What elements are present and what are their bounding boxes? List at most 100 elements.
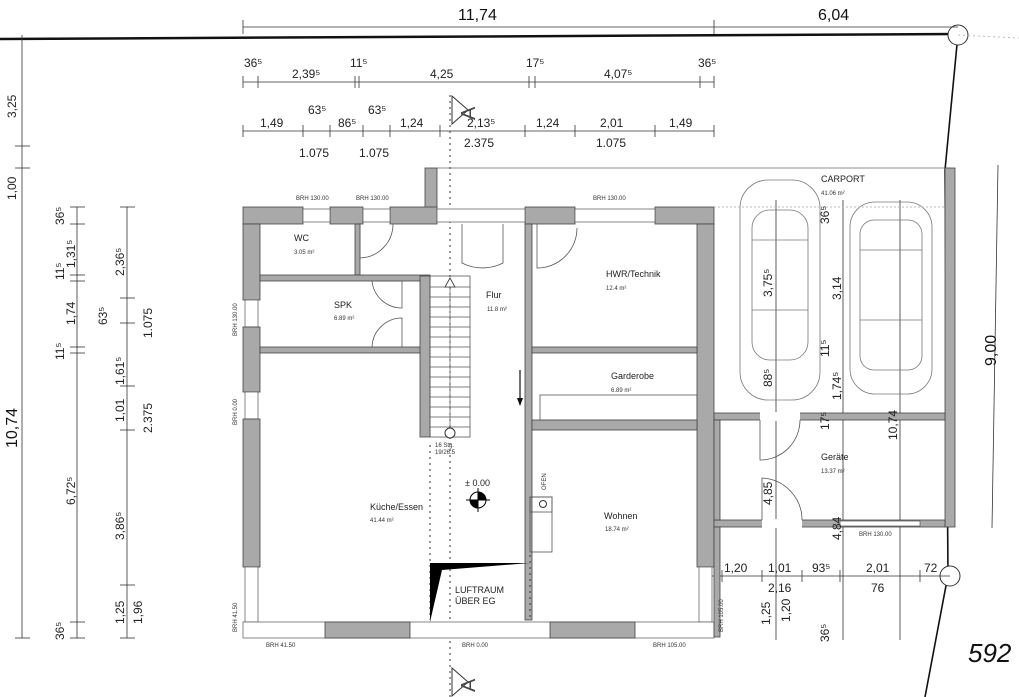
svg-text:63⁵: 63⁵	[308, 103, 326, 117]
svg-text:1,20: 1,20	[779, 598, 793, 622]
svg-text:1,24: 1,24	[536, 116, 560, 130]
svg-text:1,20: 1,20	[724, 561, 748, 575]
svg-text:A: A	[458, 678, 480, 692]
brh-labels: BRH 130.00 BRH 130.00 BRH 130.00 BRH 130…	[233, 196, 892, 649]
svg-text:13.37 m²: 13.37 m²	[821, 469, 845, 475]
svg-text:3,14: 3,14	[830, 276, 844, 300]
svg-text:1.075: 1.075	[299, 146, 329, 160]
svg-text:BRH 0.00: BRH 0.00	[233, 398, 239, 425]
svg-text:6.89 m²: 6.89 m²	[334, 316, 354, 322]
dimension-lines	[15, 20, 999, 640]
car-icon	[739, 179, 821, 401]
svg-text:3.05 m²: 3.05 m²	[294, 250, 314, 256]
staircase	[429, 275, 471, 439]
svg-text:SPK: SPK	[334, 300, 352, 310]
svg-text:36⁵: 36⁵	[53, 207, 67, 225]
svg-text:2,16: 2,16	[768, 581, 792, 595]
svg-text:1,49: 1,49	[260, 116, 284, 130]
svg-text:1,01: 1,01	[113, 398, 127, 422]
svg-text:6,72⁵: 6,72⁵	[64, 477, 78, 505]
svg-text:93⁵: 93⁵	[812, 561, 830, 575]
section-marker-bottom: A	[451, 666, 480, 697]
svg-text:17⁵: 17⁵	[526, 56, 544, 70]
svg-text:1,31⁵: 1,31⁵	[64, 240, 78, 268]
svg-text:Geräte: Geräte	[821, 452, 849, 462]
svg-text:41.44 m²: 41.44 m²	[370, 518, 394, 524]
svg-text:16 Stg.: 16 Stg.	[435, 443, 454, 449]
svg-text:1,49: 1,49	[669, 116, 693, 130]
svg-text:WC: WC	[294, 233, 309, 243]
svg-text:76: 76	[871, 581, 885, 595]
svg-text:6.89 m²: 6.89 m²	[611, 388, 631, 394]
svg-text:BRH 105.00: BRH 105.00	[719, 599, 725, 632]
svg-text:63⁵: 63⁵	[96, 307, 110, 325]
svg-text:1,01: 1,01	[768, 561, 792, 575]
svg-text:1,96: 1,96	[131, 600, 145, 624]
svg-text:HWR/Technik: HWR/Technik	[606, 269, 661, 279]
svg-text:1.075: 1.075	[596, 136, 626, 150]
car-icon	[849, 201, 933, 395]
svg-text:18.74 m²: 18.74 m²	[605, 527, 629, 533]
svg-text:6,04: 6,04	[818, 7, 849, 24]
svg-text:1,25: 1,25	[113, 600, 127, 624]
svg-text:36⁵: 36⁵	[818, 624, 832, 642]
garderobe-cabinet	[539, 394, 698, 421]
svg-text:4,85: 4,85	[761, 481, 775, 505]
svg-text:LUFTRAUM: LUFTRAUM	[455, 585, 504, 595]
svg-text:2,39⁵: 2,39⁵	[292, 67, 320, 81]
svg-text:BRH 130.00: BRH 130.00	[593, 196, 626, 202]
svg-text:1.075: 1.075	[359, 146, 389, 160]
svg-text:1,61⁵: 1,61⁵	[113, 357, 127, 385]
svg-text:ÜBER EG: ÜBER EG	[455, 596, 496, 606]
section-marker-top: A	[451, 94, 480, 126]
svg-text:2,36⁵: 2,36⁵	[113, 248, 127, 276]
dimension-labels: 11,74 6,04 36⁵ 2,39⁵ 11⁵ 4,25 17⁵ 4,07⁵ …	[4, 7, 1012, 668]
walls	[242, 167, 956, 639]
svg-text:BRH 130.00: BRH 130.00	[859, 532, 892, 538]
svg-text:11⁵: 11⁵	[53, 263, 67, 280]
svg-text:36⁵: 36⁵	[818, 206, 832, 224]
svg-text:11⁵: 11⁵	[818, 340, 832, 357]
svg-text:11.8 m²: 11.8 m²	[487, 307, 507, 313]
room-labels: WC 3.05 m² SPK 6.89 m² Flur 11.8 m² HWR/Tec…	[294, 174, 865, 606]
ofen	[529, 496, 553, 553]
svg-text:63⁵: 63⁵	[368, 103, 386, 117]
svg-text:BRH 130.00: BRH 130.00	[233, 303, 239, 336]
svg-text:88⁵: 88⁵	[761, 369, 775, 387]
property-boundary-top	[0, 32, 959, 41]
svg-text:BRH 130.00: BRH 130.00	[356, 196, 389, 202]
door-swings	[359, 223, 803, 521]
svg-text:Küche/Essen: Küche/Essen	[370, 502, 423, 512]
svg-text:10,74: 10,74	[886, 410, 900, 440]
svg-text:19/26.5: 19/26.5	[435, 450, 456, 456]
svg-text:1,00: 1,00	[5, 176, 19, 200]
svg-text:9,00: 9,00	[983, 335, 1000, 366]
svg-text:36⁵: 36⁵	[53, 622, 67, 640]
svg-text:1,24: 1,24	[400, 116, 424, 130]
svg-text:BRH 130.00: BRH 130.00	[296, 196, 329, 202]
svg-text:11,74: 11,74	[458, 7, 497, 24]
svg-text:BRH 41.50: BRH 41.50	[233, 602, 239, 632]
svg-text:10,74: 10,74	[4, 408, 21, 448]
svg-text:17⁵: 17⁵	[818, 412, 832, 430]
svg-text:2,01: 2,01	[866, 561, 890, 575]
svg-text:Wohnen: Wohnen	[604, 511, 637, 521]
svg-text:CARPORT: CARPORT	[821, 174, 865, 184]
svg-text:86⁵: 86⁵	[338, 116, 356, 130]
svg-text:BRH 41.50: BRH 41.50	[266, 643, 296, 649]
svg-text:11⁵: 11⁵	[53, 343, 67, 360]
svg-text:72: 72	[924, 561, 938, 575]
svg-text:4,25: 4,25	[430, 67, 454, 81]
svg-text:4,07⁵: 4,07⁵	[604, 67, 632, 81]
svg-text:BRH 105.00: BRH 105.00	[653, 643, 686, 649]
svg-text:2,13⁵: 2,13⁵	[467, 116, 495, 130]
svg-text:Garderobe: Garderobe	[611, 371, 654, 381]
svg-text:11⁵: 11⁵	[350, 56, 367, 70]
svg-text:1,25: 1,25	[759, 601, 773, 625]
svg-text:3,25: 3,25	[5, 94, 19, 118]
svg-text:36⁵: 36⁵	[698, 56, 716, 70]
parcel-number: 592	[968, 638, 1012, 668]
luftraum-marker	[430, 563, 530, 622]
svg-text:Flur: Flur	[486, 290, 502, 300]
